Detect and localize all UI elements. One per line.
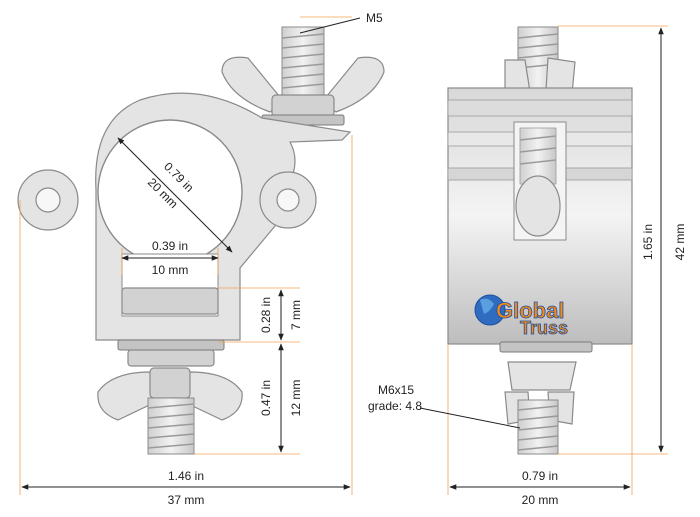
bolt-spec-size: M6x15 <box>378 383 414 397</box>
bolt-spec-leader <box>419 407 521 429</box>
side-bottom-bolt <box>504 361 577 455</box>
lower-in: 0.28 in <box>259 297 273 333</box>
logo-global: Global <box>496 298 564 323</box>
bottom-bolt <box>97 339 243 455</box>
gap-in: 0.39 in <box>152 239 188 253</box>
global-truss-logo: Global Truss <box>474 294 568 338</box>
bolt-spec-grade: grade: 4.8 <box>368 399 422 413</box>
m5-leader <box>299 17 361 34</box>
clamp-front-view: M5 0.79 in 20 mm 0.39 in 10 mm 0.28 in 7… <box>17 11 385 507</box>
top-bolt <box>221 26 385 126</box>
clamp-side-view: Global Truss 1.65 in 42 mm 0.79 in 20 mm <box>368 25 687 507</box>
gap-mm: 10 mm <box>152 263 189 277</box>
bolt-in: 0.47 in <box>259 380 273 416</box>
height-in: 1.65 in <box>641 224 655 260</box>
lower-mm: 7 mm <box>289 300 303 330</box>
width-mm: 37 mm <box>168 493 205 507</box>
side-width-mm: 20 mm <box>522 493 559 507</box>
side-width-in: 0.79 in <box>522 469 558 483</box>
bolt-mm: 12 mm <box>289 380 303 417</box>
width-in: 1.46 in <box>168 469 204 483</box>
logo-truss: Truss <box>520 318 568 338</box>
height-mm: 42 mm <box>673 224 687 261</box>
ring-diameter-line <box>117 137 233 253</box>
m5-label: M5 <box>366 11 383 25</box>
